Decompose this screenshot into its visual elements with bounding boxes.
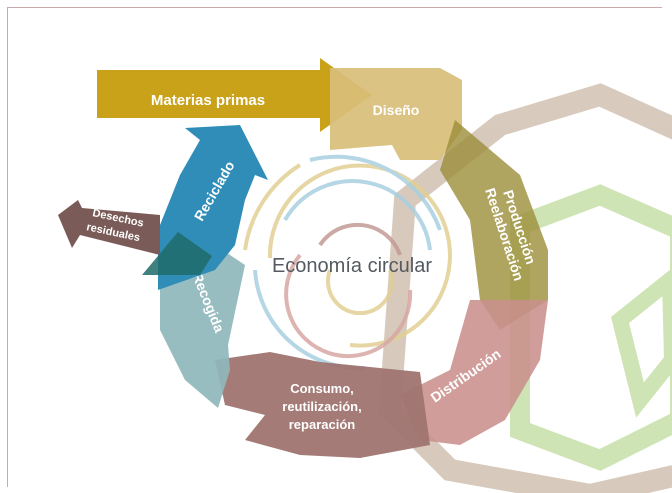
- produccion-arrow: [440, 120, 548, 330]
- background-hexagon-decoration: [378, 83, 672, 493]
- desechos-arrow: [58, 200, 160, 255]
- distribucion-arrow: [400, 300, 548, 445]
- diseno-arrow: [330, 68, 462, 160]
- center-title: Economía circular: [272, 255, 432, 277]
- slide-border: [7, 7, 662, 487]
- consumo-label-line2: reutilización,: [282, 399, 361, 414]
- materias-primas-arrow: [97, 58, 372, 132]
- consumo-arrow: [215, 352, 430, 458]
- consumo-label-line3: reparación: [289, 417, 356, 432]
- consumo-label-line1: Consumo,: [290, 381, 354, 396]
- reciclado-arrow-dark-tail: [142, 232, 212, 275]
- diseno-label: Diseño: [373, 102, 420, 118]
- materias-primas-label: Materias primas: [151, 92, 265, 109]
